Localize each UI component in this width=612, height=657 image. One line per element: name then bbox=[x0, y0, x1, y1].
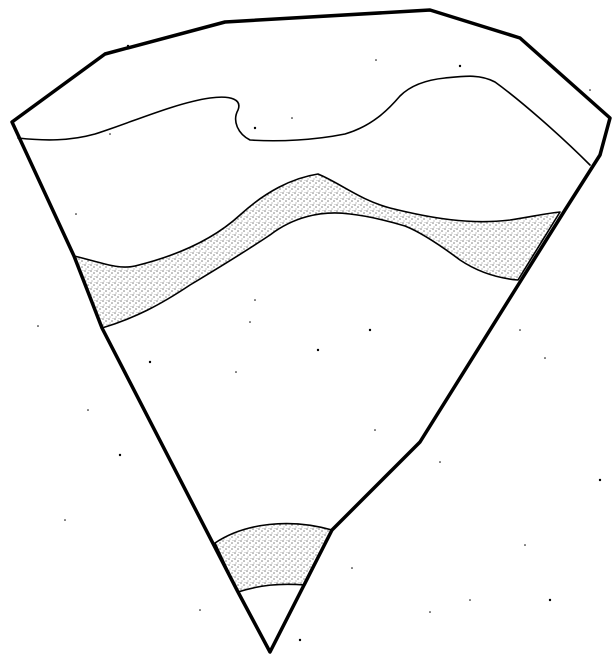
upper-contact-line bbox=[18, 76, 590, 165]
scan-speck bbox=[199, 609, 201, 611]
scan-speck bbox=[351, 567, 353, 569]
scan-speck bbox=[235, 371, 237, 373]
scan-speck bbox=[119, 454, 121, 456]
scan-speck bbox=[127, 45, 129, 47]
scan-speck bbox=[249, 321, 251, 323]
scan-speck bbox=[254, 127, 256, 129]
scan-speck bbox=[599, 479, 601, 481]
scan-speck bbox=[524, 544, 526, 546]
scan-speck bbox=[549, 599, 551, 601]
scan-speck bbox=[439, 461, 441, 463]
upper-stippled-band bbox=[74, 174, 560, 328]
scan-speck bbox=[149, 361, 151, 363]
scan-speck bbox=[299, 639, 301, 641]
scan-speck bbox=[317, 349, 319, 351]
scan-speck bbox=[64, 519, 66, 521]
scan-speck bbox=[469, 599, 471, 601]
scan-speck bbox=[519, 329, 521, 331]
scan-speck bbox=[589, 89, 591, 91]
scan-speck bbox=[75, 213, 77, 215]
scan-speck bbox=[369, 329, 371, 331]
scan-speck bbox=[429, 611, 431, 613]
scan-speck bbox=[37, 325, 39, 327]
scan-speck bbox=[254, 299, 256, 301]
scan-speck bbox=[544, 357, 546, 359]
scan-speck bbox=[109, 133, 111, 135]
scan-speck bbox=[291, 117, 293, 119]
scan-speck bbox=[459, 65, 461, 67]
scan-speck bbox=[374, 429, 376, 431]
scan-speck bbox=[375, 59, 377, 61]
scan-speck bbox=[87, 409, 89, 411]
